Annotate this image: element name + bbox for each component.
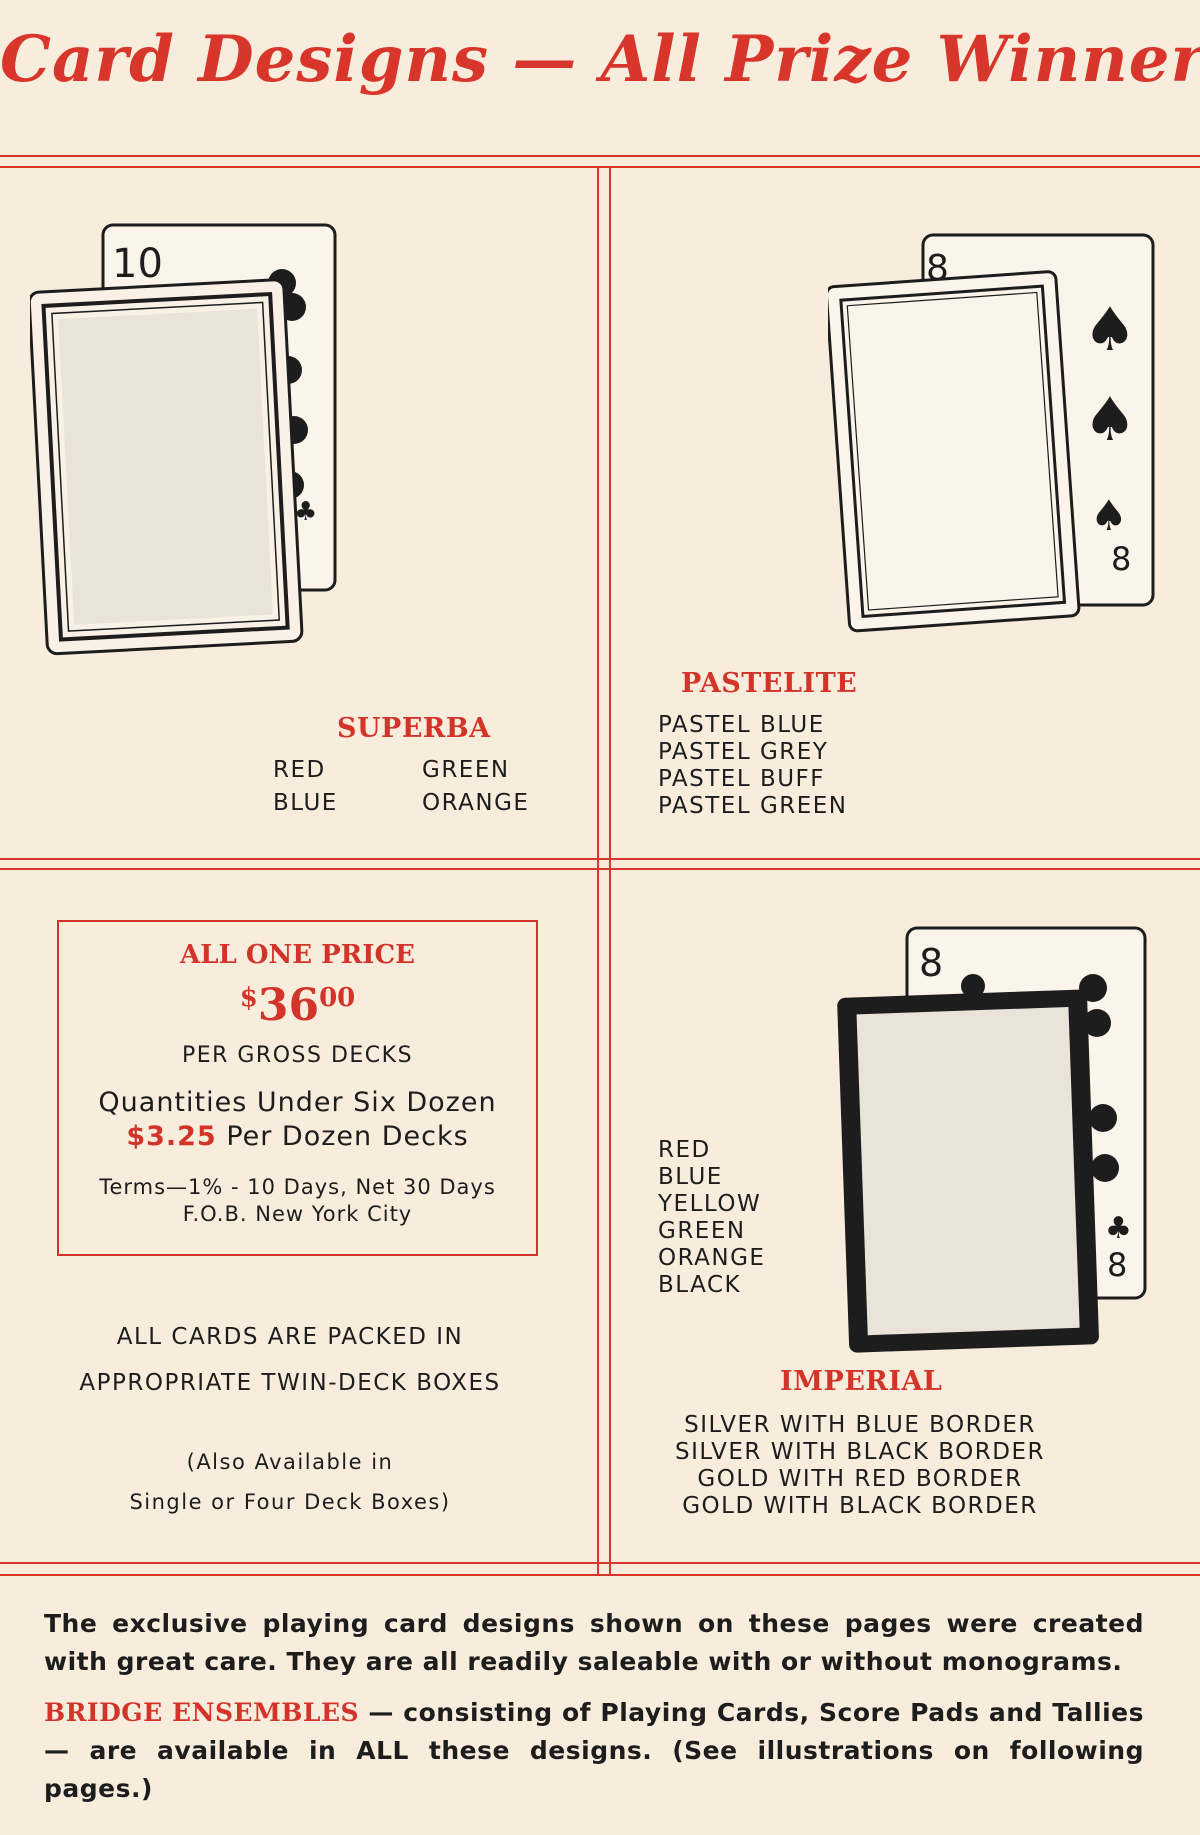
dozen-price: $3.25 [126, 1121, 217, 1152]
border-item: GOLD WITH RED BORDER [697, 1466, 1023, 1492]
price-value: $3600 [239, 980, 356, 1031]
footer-paragraph-1: The exclusive playing card designs shown… [44, 1609, 1144, 1676]
superba-name: SUPERBA [337, 713, 491, 744]
middle-rule-inner [0, 868, 1200, 870]
club-icon: ♣ [294, 497, 317, 527]
page-title: Card Designs — All Prize Winners [0, 22, 1200, 97]
color-item: BLUE [658, 1164, 723, 1190]
price-unit: PER GROSS DECKS [181, 1043, 414, 1068]
packing-note-2: Single or Four Deck Boxes) [129, 1490, 451, 1514]
price-box: ALL ONE PRICE $3600 PER GROSS DECKS Quan… [57, 920, 538, 1256]
pastelite-name: PASTELITE [681, 668, 858, 699]
pastelite-card-illustration: 8 ♠ ♠ ♠ 8 [828, 233, 1155, 633]
superba-colors-right: GREEN ORANGE [422, 757, 529, 817]
spade-icon: ♠ [1083, 295, 1137, 365]
club-icon: ♣ [1105, 1211, 1132, 1246]
terms: Terms—1% - 10 Days, Net 30 Days F.O.B. N… [99, 1175, 496, 1226]
superba-card-back [30, 278, 304, 656]
middle-rule [0, 858, 1200, 860]
packing-line-2: APPROPRIATE TWIN-DECK BOXES [79, 1370, 501, 1396]
top-rule [0, 155, 1200, 157]
color-item: YELLOW [658, 1191, 762, 1217]
border-item: SILVER WITH BLACK BORDER [675, 1439, 1045, 1465]
border-item: SILVER WITH BLUE BORDER [684, 1412, 1036, 1438]
footer-paragraph-2: BRIDGE ENSEMBLES — consisting of Playing… [44, 1698, 1144, 1803]
bottom-rule [0, 1562, 1200, 1564]
quantity-pricing: Quantities Under Six Dozen $3.25 Per Doz… [98, 1087, 497, 1152]
card-rank-top: 8 [919, 941, 943, 985]
card-rank-top: 10 [112, 241, 163, 287]
color-item: RED [273, 757, 326, 783]
club-pips [961, 974, 1119, 1182]
card-rank-bottom: 8 [1111, 540, 1131, 578]
spade-icon: ♠ [1090, 491, 1128, 540]
color-item: PASTEL GREEN [658, 793, 848, 819]
bottom-rule-inner [0, 1574, 1200, 1576]
color-item: GREEN [658, 1218, 746, 1244]
color-item: GREEN [422, 757, 510, 783]
card-rank-bottom: 8 [1107, 1246, 1127, 1284]
superba-card-illustration: 10 10 ♣ [30, 223, 337, 656]
center-divider-left [597, 166, 599, 1574]
imperial-card-back [837, 989, 1099, 1353]
spade-icon: ♠ [1083, 385, 1137, 455]
center-divider-right [609, 166, 611, 1574]
color-item: ORANGE [422, 790, 530, 816]
pastelite-card-back [828, 270, 1081, 633]
pastelite-colors: PASTEL BLUE PASTEL GREY PASTEL BUFF PAST… [658, 712, 848, 820]
color-item: ORANGE [658, 1245, 766, 1271]
color-item: RED [658, 1137, 711, 1163]
packing-note-1: (Also Available in [186, 1450, 394, 1474]
bridge-ensembles-label: BRIDGE ENSEMBLES [44, 1698, 360, 1727]
imperial-colors: RED BLUE YELLOW GREEN ORANGE BLACK [658, 1137, 765, 1299]
color-item: BLUE [273, 790, 338, 816]
price-heading: ALL ONE PRICE [180, 940, 415, 970]
color-item: PASTEL BUFF [658, 766, 826, 792]
superba-colors-left: RED BLUE [273, 757, 338, 817]
border-item: GOLD WITH BLACK BORDER [682, 1493, 1038, 1519]
imperial-name: IMPERIAL [780, 1366, 943, 1397]
top-rule-inner [0, 166, 1200, 168]
color-item: PASTEL GREY [658, 739, 829, 765]
color-item: PASTEL BLUE [658, 712, 825, 738]
imperial-borders: SILVER WITH BLUE BORDER SILVER WITH BLAC… [650, 1412, 1070, 1520]
color-item: BLACK [658, 1272, 742, 1298]
imperial-card-illustration: 8 ♣ 8 [837, 926, 1147, 1353]
packing-line-1: ALL CARDS ARE PACKED IN [116, 1324, 464, 1350]
